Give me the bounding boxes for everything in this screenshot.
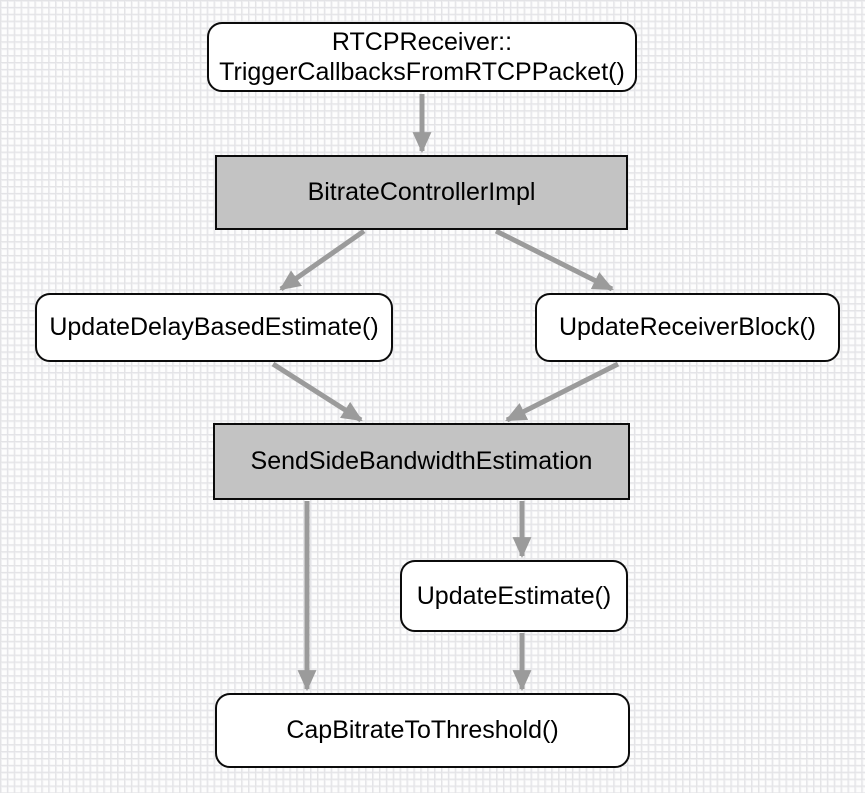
node-label: BitrateControllerImpl (307, 178, 536, 207)
node-rtcp-receiver-trigger-callbacks: RTCPReceiver:: TriggerCallbacksFromRTCPP… (207, 22, 637, 92)
node-label: SendSideBandwidthEstimation (250, 447, 593, 476)
node-bitrate-controller-impl: BitrateControllerImpl (215, 155, 628, 230)
node-update-estimate: UpdateEstimate() (400, 560, 628, 632)
node-label: RTCPReceiver:: TriggerCallbacksFromRTCPP… (219, 27, 625, 87)
edge-bitratecontroller-to-updatereceiverblock (494, 228, 614, 292)
node-label: UpdateEstimate() (416, 581, 612, 610)
node-send-side-bandwidth-estimation: SendSideBandwidthEstimation (213, 423, 630, 500)
node-label: UpdateReceiverBlock() (558, 313, 817, 342)
node-update-delay-based-estimate: UpdateDelayBasedEstimate() (35, 293, 393, 362)
node-label: CapBitrateToThreshold() (286, 716, 559, 745)
edge-bitratecontroller-to-updatedelaybasedestimate (279, 228, 366, 292)
node-update-receiver-block: UpdateReceiverBlock() (535, 293, 840, 362)
node-label: UpdateDelayBasedEstimate() (49, 313, 379, 342)
edge-updatedelaybasedestimate-to-sendsidebandwidthestimation (271, 361, 363, 423)
node-cap-bitrate-to-threshold: CapBitrateToThreshold() (215, 693, 630, 768)
edge-updatereceiverblock-to-sendsidebandwidthestimation (505, 361, 620, 423)
